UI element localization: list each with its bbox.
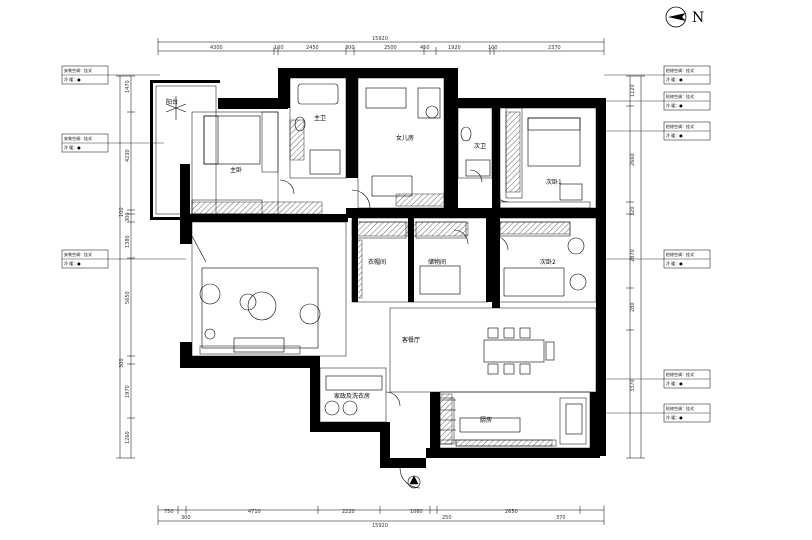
entry-door-swing-icon	[399, 467, 421, 489]
left-tag-1-line1: 安装空调：挂式	[64, 67, 92, 73]
armchair-icon	[199, 283, 221, 305]
sofa-icon	[233, 337, 285, 353]
kitchen-island-icon	[459, 417, 521, 433]
top-dim-3: 2450	[306, 45, 319, 51]
bottom-dim-1: 750	[164, 509, 174, 515]
bottom-dimension-lines	[157, 505, 605, 525]
room-label-cloakroom: 衣帽间	[368, 258, 386, 266]
right-tag-1-line1: 检修空调：挂式	[666, 67, 694, 73]
furniture	[165, 83, 587, 489]
top-total-dim: 15920	[372, 36, 388, 42]
right-tag-5: 检修空调：挂式 冷 暖：●	[604, 369, 711, 389]
bathtub-icon	[297, 83, 339, 105]
left-tag-2-line1: 安装空调：挂式	[64, 135, 92, 141]
coffee-table-icon	[247, 291, 277, 321]
desk-icon	[417, 87, 441, 119]
top-dim-4: 300	[345, 45, 355, 51]
right-tag-2-line2: 冷 暖：●	[666, 102, 683, 108]
left-dim-3: 100	[119, 207, 125, 217]
left-dimension-lines	[116, 75, 135, 459]
bottom-dim-4: 2220	[342, 509, 355, 515]
left-dim-9: 1260	[125, 431, 131, 444]
right-tag-4-line2: 冷 暖：●	[666, 260, 683, 266]
left-dim-5: 1380	[125, 235, 131, 248]
left-tag-1: 安装空调：挂式 冷 暖：●	[61, 65, 160, 85]
toilet-icon	[294, 116, 306, 132]
right-tag-6-line1: 检修空调：挂式	[666, 405, 694, 411]
entrance-label: ENTER	[402, 461, 424, 468]
top-dim-1: 4300	[210, 45, 223, 51]
left-tag-2-line2: 冷 暖：●	[64, 144, 81, 150]
room-label-laundry: 家政及洗衣房	[334, 392, 370, 400]
left-tag-1-line2: 冷 暖：●	[64, 76, 81, 82]
bedroom2-bed-icon	[503, 267, 565, 297]
right-tag-1-line2: 冷 暖：●	[666, 76, 683, 82]
door-swing-icon	[351, 189, 371, 209]
right-tag-3-line1: 检修空调：挂式	[666, 123, 694, 129]
room-label-bath1: 主卫	[314, 114, 326, 122]
right-tag-5-line1: 检修空调：挂式	[666, 371, 694, 377]
top-dim-5: 2500	[384, 45, 397, 51]
top-dim-7: 1920	[448, 45, 461, 51]
right-tag-4: 检修空调：挂式 冷 暖：●	[604, 249, 711, 269]
toilet-2-icon	[460, 126, 472, 142]
washer-icon	[324, 400, 340, 416]
right-tag-2: 检修空调：挂式 冷 暖：●	[604, 91, 711, 111]
bottom-dim-3: 4710	[248, 509, 261, 515]
room-label-bath2: 次卫	[474, 142, 486, 150]
room-label-living-dining: 客餐厅	[402, 336, 420, 344]
right-tag-6-line2: 冷 暖：●	[666, 414, 683, 420]
left-dim-2: 4230	[125, 149, 131, 162]
left-tag-3: 安装空调：挂式 冷 暖：●	[61, 249, 186, 269]
bottom-dim-6: 250	[442, 515, 452, 521]
bottom-dim-7: 2650	[505, 509, 518, 515]
bottom-dim-5: 1060	[410, 509, 423, 515]
entry-marker-icon	[407, 475, 421, 489]
right-tag-1: 检修空调：挂式 冷 暖：●	[604, 65, 711, 85]
right-dimension-lines	[626, 75, 645, 459]
right-dim-4: 2870	[630, 249, 636, 262]
left-dim-6: 5650	[125, 291, 131, 304]
room-label-kitchen: 厨房	[480, 416, 492, 424]
right-tag-3: 检修空调：挂式 冷 暖：●	[604, 121, 711, 141]
room-label-daughter-room: 女儿房	[396, 134, 414, 142]
right-tag-3-line2: 冷 暖：●	[666, 132, 683, 138]
right-dim-1: 1120	[630, 84, 636, 97]
left-dim-7: 300	[119, 358, 125, 368]
room-label-bedroom2: 次卧2	[540, 258, 556, 266]
chair-icon	[425, 105, 439, 119]
room-label-storage: 储物间	[428, 258, 446, 266]
hatched-areas	[191, 111, 571, 447]
left-tag-3-line2: 冷 暖：●	[64, 260, 81, 266]
north-label: N	[692, 10, 704, 26]
plant-icon	[165, 96, 187, 120]
right-tag-5-line2: 冷 暖：●	[666, 380, 683, 386]
left-dim-8: 1970	[125, 385, 131, 398]
left-tag-2: 安装空调：挂式 冷 暖：●	[61, 133, 164, 153]
right-dim-6: 3370	[630, 379, 636, 392]
right-dim-5: 280	[630, 302, 636, 312]
bottom-dim-2: 300	[181, 515, 191, 521]
right-tag-2-line1: 检修空调：挂式	[666, 93, 694, 99]
top-dim-6: 450	[420, 45, 430, 51]
bottom-dim-8: 370	[556, 515, 566, 521]
bottom-total-dim: 15920	[372, 523, 388, 529]
right-dim-2: 2660	[630, 153, 636, 166]
dining-table-icon	[483, 339, 545, 363]
left-dim-4: 300	[125, 212, 131, 222]
top-dimension-lines	[157, 38, 605, 55]
right-tag-6: 检修空调：挂式 冷 暖：●	[604, 403, 711, 423]
left-tag-3-line1: 安装空调：挂式	[64, 251, 92, 257]
right-tag-4-line1: 检修空调：挂式	[666, 251, 694, 257]
top-dim-2: 100	[274, 45, 284, 51]
room-label-bedroom1: 次卧1	[546, 178, 562, 186]
left-dim-1: 1470	[125, 80, 131, 93]
top-dim-9: 2370	[548, 45, 561, 51]
room-label-balcony: 阳台	[166, 98, 178, 106]
right-dim-3: 320	[630, 206, 636, 216]
north-arrow-icon	[665, 6, 687, 28]
room-label-master-bedroom: 主卧	[230, 166, 242, 174]
top-dim-8: 100	[488, 45, 498, 51]
